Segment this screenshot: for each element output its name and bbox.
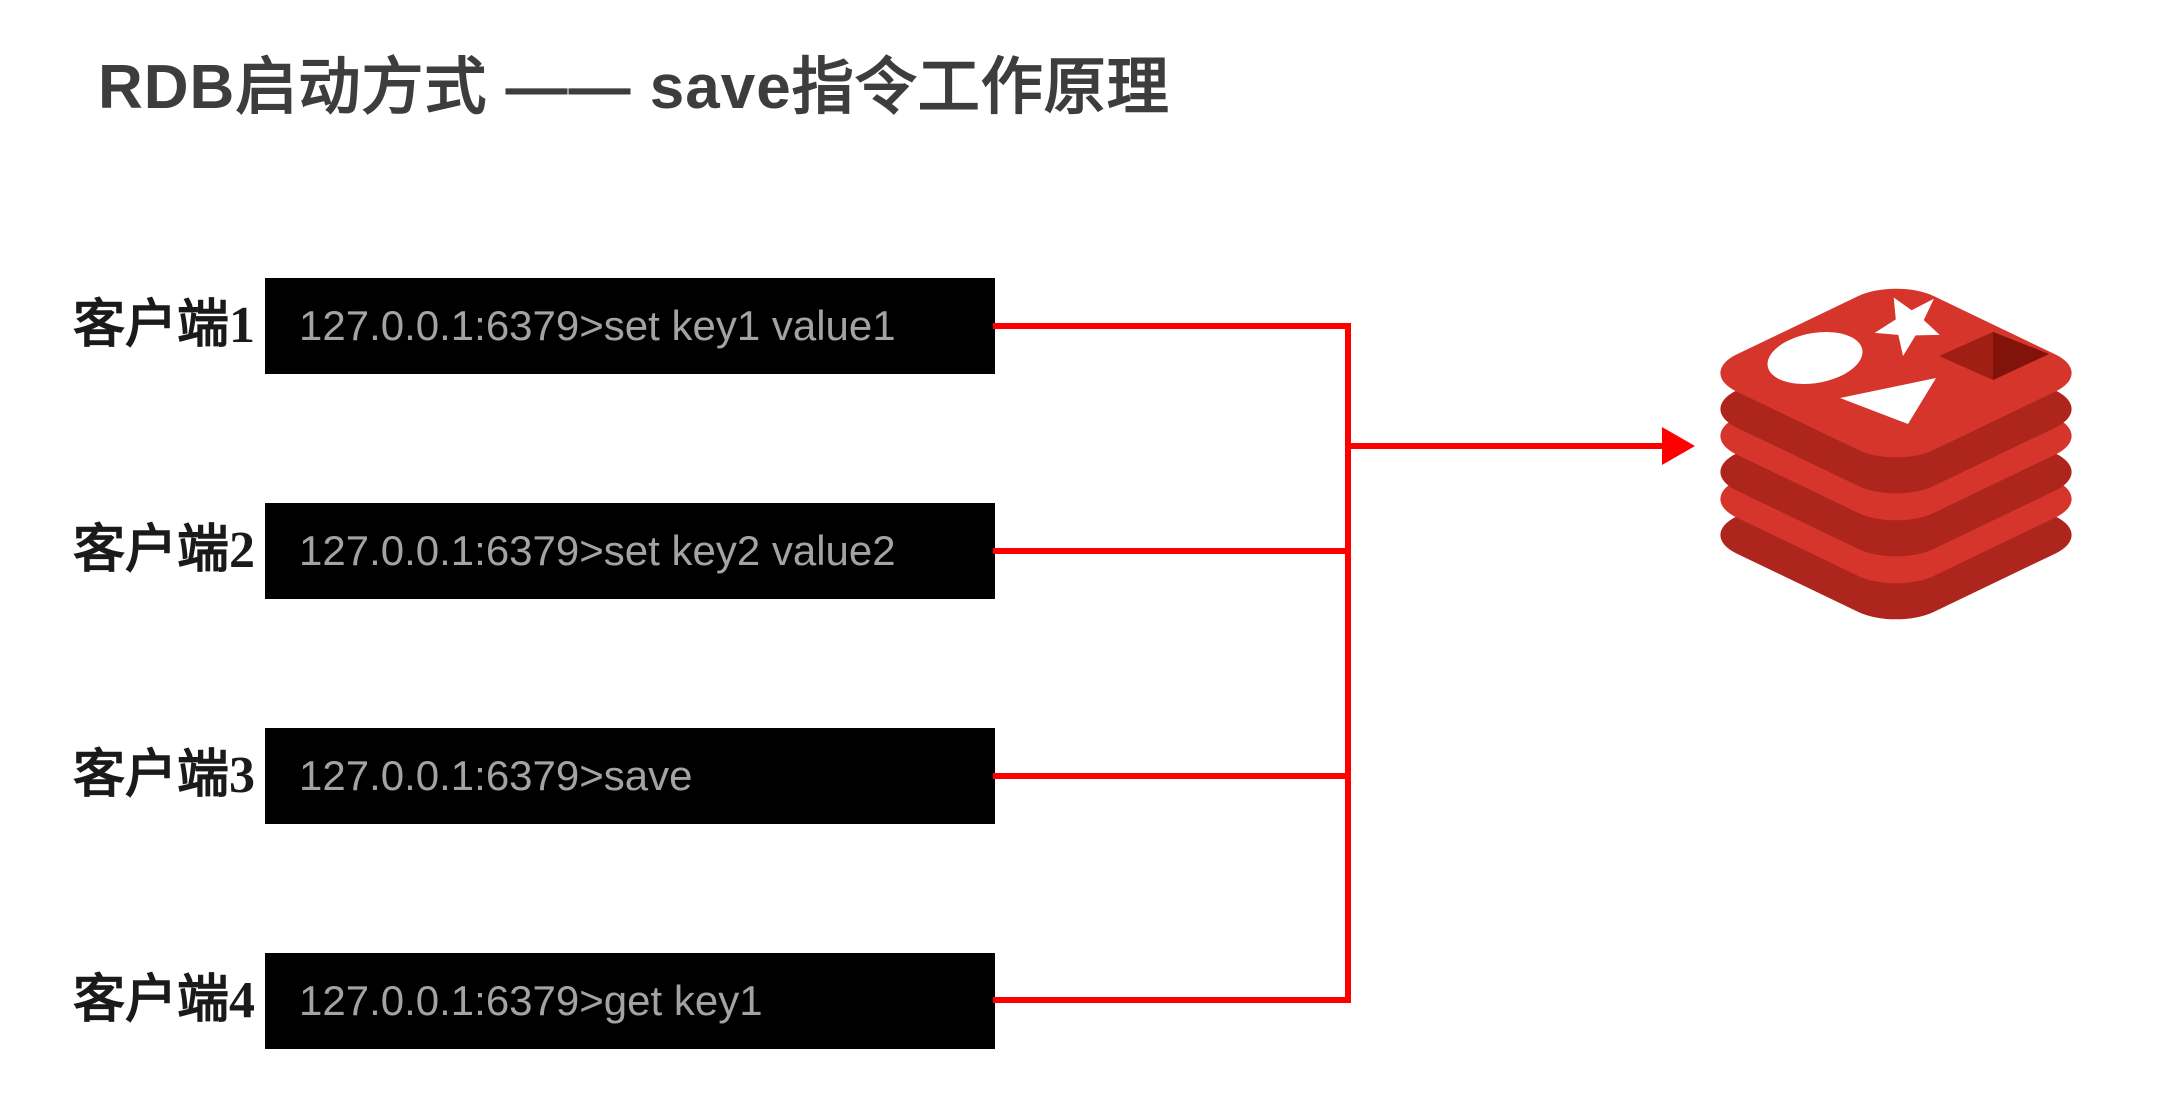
client-row-1: 客户端1 127.0.0.1:6379>set key1 value1	[0, 278, 2163, 374]
connector-line-client4	[993, 997, 1351, 1003]
terminal-command-2: 127.0.0.1:6379>set key2 value2	[299, 527, 896, 574]
terminal-command-4: 127.0.0.1:6379>get key1	[299, 977, 763, 1024]
client-label-3: 客户端3	[72, 747, 255, 804]
terminal-box-1: 127.0.0.1:6379>set key1 value1	[265, 278, 995, 374]
client-row-4: 客户端4 127.0.0.1:6379>get key1	[0, 953, 2163, 1049]
connector-line-client3	[993, 773, 1351, 779]
diagram-title: RDB启动方式 —— save指令工作原理	[98, 53, 1170, 122]
terminal-command-3: 127.0.0.1:6379>save	[299, 752, 693, 799]
connector-trunk-line	[1345, 323, 1351, 1003]
redis-square-hole-icon	[1939, 332, 2049, 380]
client-label-2: 客户端2	[72, 522, 255, 579]
redis-triangle-icon	[1840, 378, 1936, 424]
terminal-command-1: 127.0.0.1:6379>set key1 value1	[299, 302, 896, 349]
arrow-line-to-redis	[1345, 443, 1663, 449]
arrow-head-icon	[1662, 427, 1695, 465]
terminal-box-2: 127.0.0.1:6379>set key2 value2	[265, 503, 995, 599]
client-row-3: 客户端3 127.0.0.1:6379>save	[0, 728, 2163, 824]
connector-line-client1	[993, 323, 1351, 329]
client-label-4: 客户端4	[72, 972, 255, 1029]
terminal-box-3: 127.0.0.1:6379>save	[265, 728, 995, 824]
client-label-1: 客户端1	[72, 297, 255, 354]
redis-logo-icon	[1720, 288, 2072, 620]
redis-star-icon	[1874, 297, 1940, 357]
connector-line-client2	[993, 548, 1351, 554]
client-row-2: 客户端2 127.0.0.1:6379>set key2 value2	[0, 503, 2163, 599]
terminal-box-4: 127.0.0.1:6379>get key1	[265, 953, 995, 1049]
redis-circle-icon	[1767, 332, 1863, 384]
